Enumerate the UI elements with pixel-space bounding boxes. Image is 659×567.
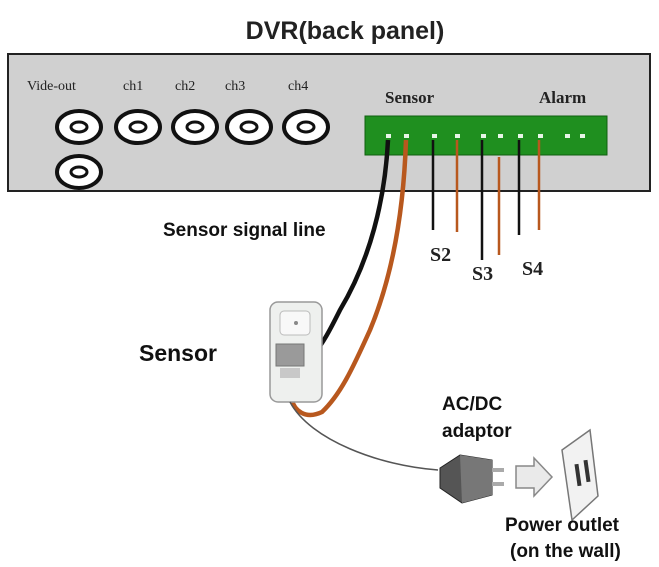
- power-outlet: [561, 428, 599, 522]
- alarm-terminal-label: Alarm: [539, 88, 586, 107]
- bnc-connector-ch2: [171, 109, 219, 145]
- s-wire-pairs: [431, 140, 541, 260]
- sensor-device: [269, 301, 323, 403]
- wire-label-s4: S4: [522, 258, 543, 280]
- bnc-connector-ch3: [225, 109, 273, 145]
- sensor-device-label: Sensor: [139, 340, 217, 366]
- outlet-label-line2: (on the wall): [510, 541, 621, 562]
- sensor-terminal-label: Sensor: [385, 88, 435, 107]
- outlet-label-line1: Power outlet: [505, 515, 620, 536]
- sensor-wire-orange: [289, 139, 409, 418]
- port-label-ch3: ch3: [225, 79, 245, 94]
- wire-label-s3: S3: [472, 263, 493, 285]
- port-label-ch2: ch2: [175, 79, 195, 94]
- bnc-connector-ch4: [282, 109, 330, 145]
- adaptor-label-line2: adaptor: [442, 421, 512, 442]
- sensor-power-cable: [289, 401, 439, 471]
- port-label-ch4: ch4: [288, 79, 308, 94]
- diagram-title: DVR(back panel): [246, 17, 445, 45]
- plug-in-arrow-icon: [515, 456, 554, 498]
- ac-dc-adaptor: [439, 454, 504, 504]
- sensor-signal-line-label: Sensor signal line: [163, 220, 326, 241]
- terminal-screws: [386, 134, 585, 138]
- bnc-connector-video-out-2: [55, 154, 103, 190]
- bnc-connector-ch1: [114, 109, 162, 145]
- bnc-connector-video-out: [55, 109, 103, 145]
- adaptor-label-line1: AC/DC: [442, 394, 502, 415]
- port-label-ch1: ch1: [123, 79, 143, 94]
- wire-label-s2: S2: [430, 244, 451, 266]
- port-label-video-out: Vide-out: [27, 79, 76, 94]
- sensor-wire-black: [313, 139, 391, 354]
